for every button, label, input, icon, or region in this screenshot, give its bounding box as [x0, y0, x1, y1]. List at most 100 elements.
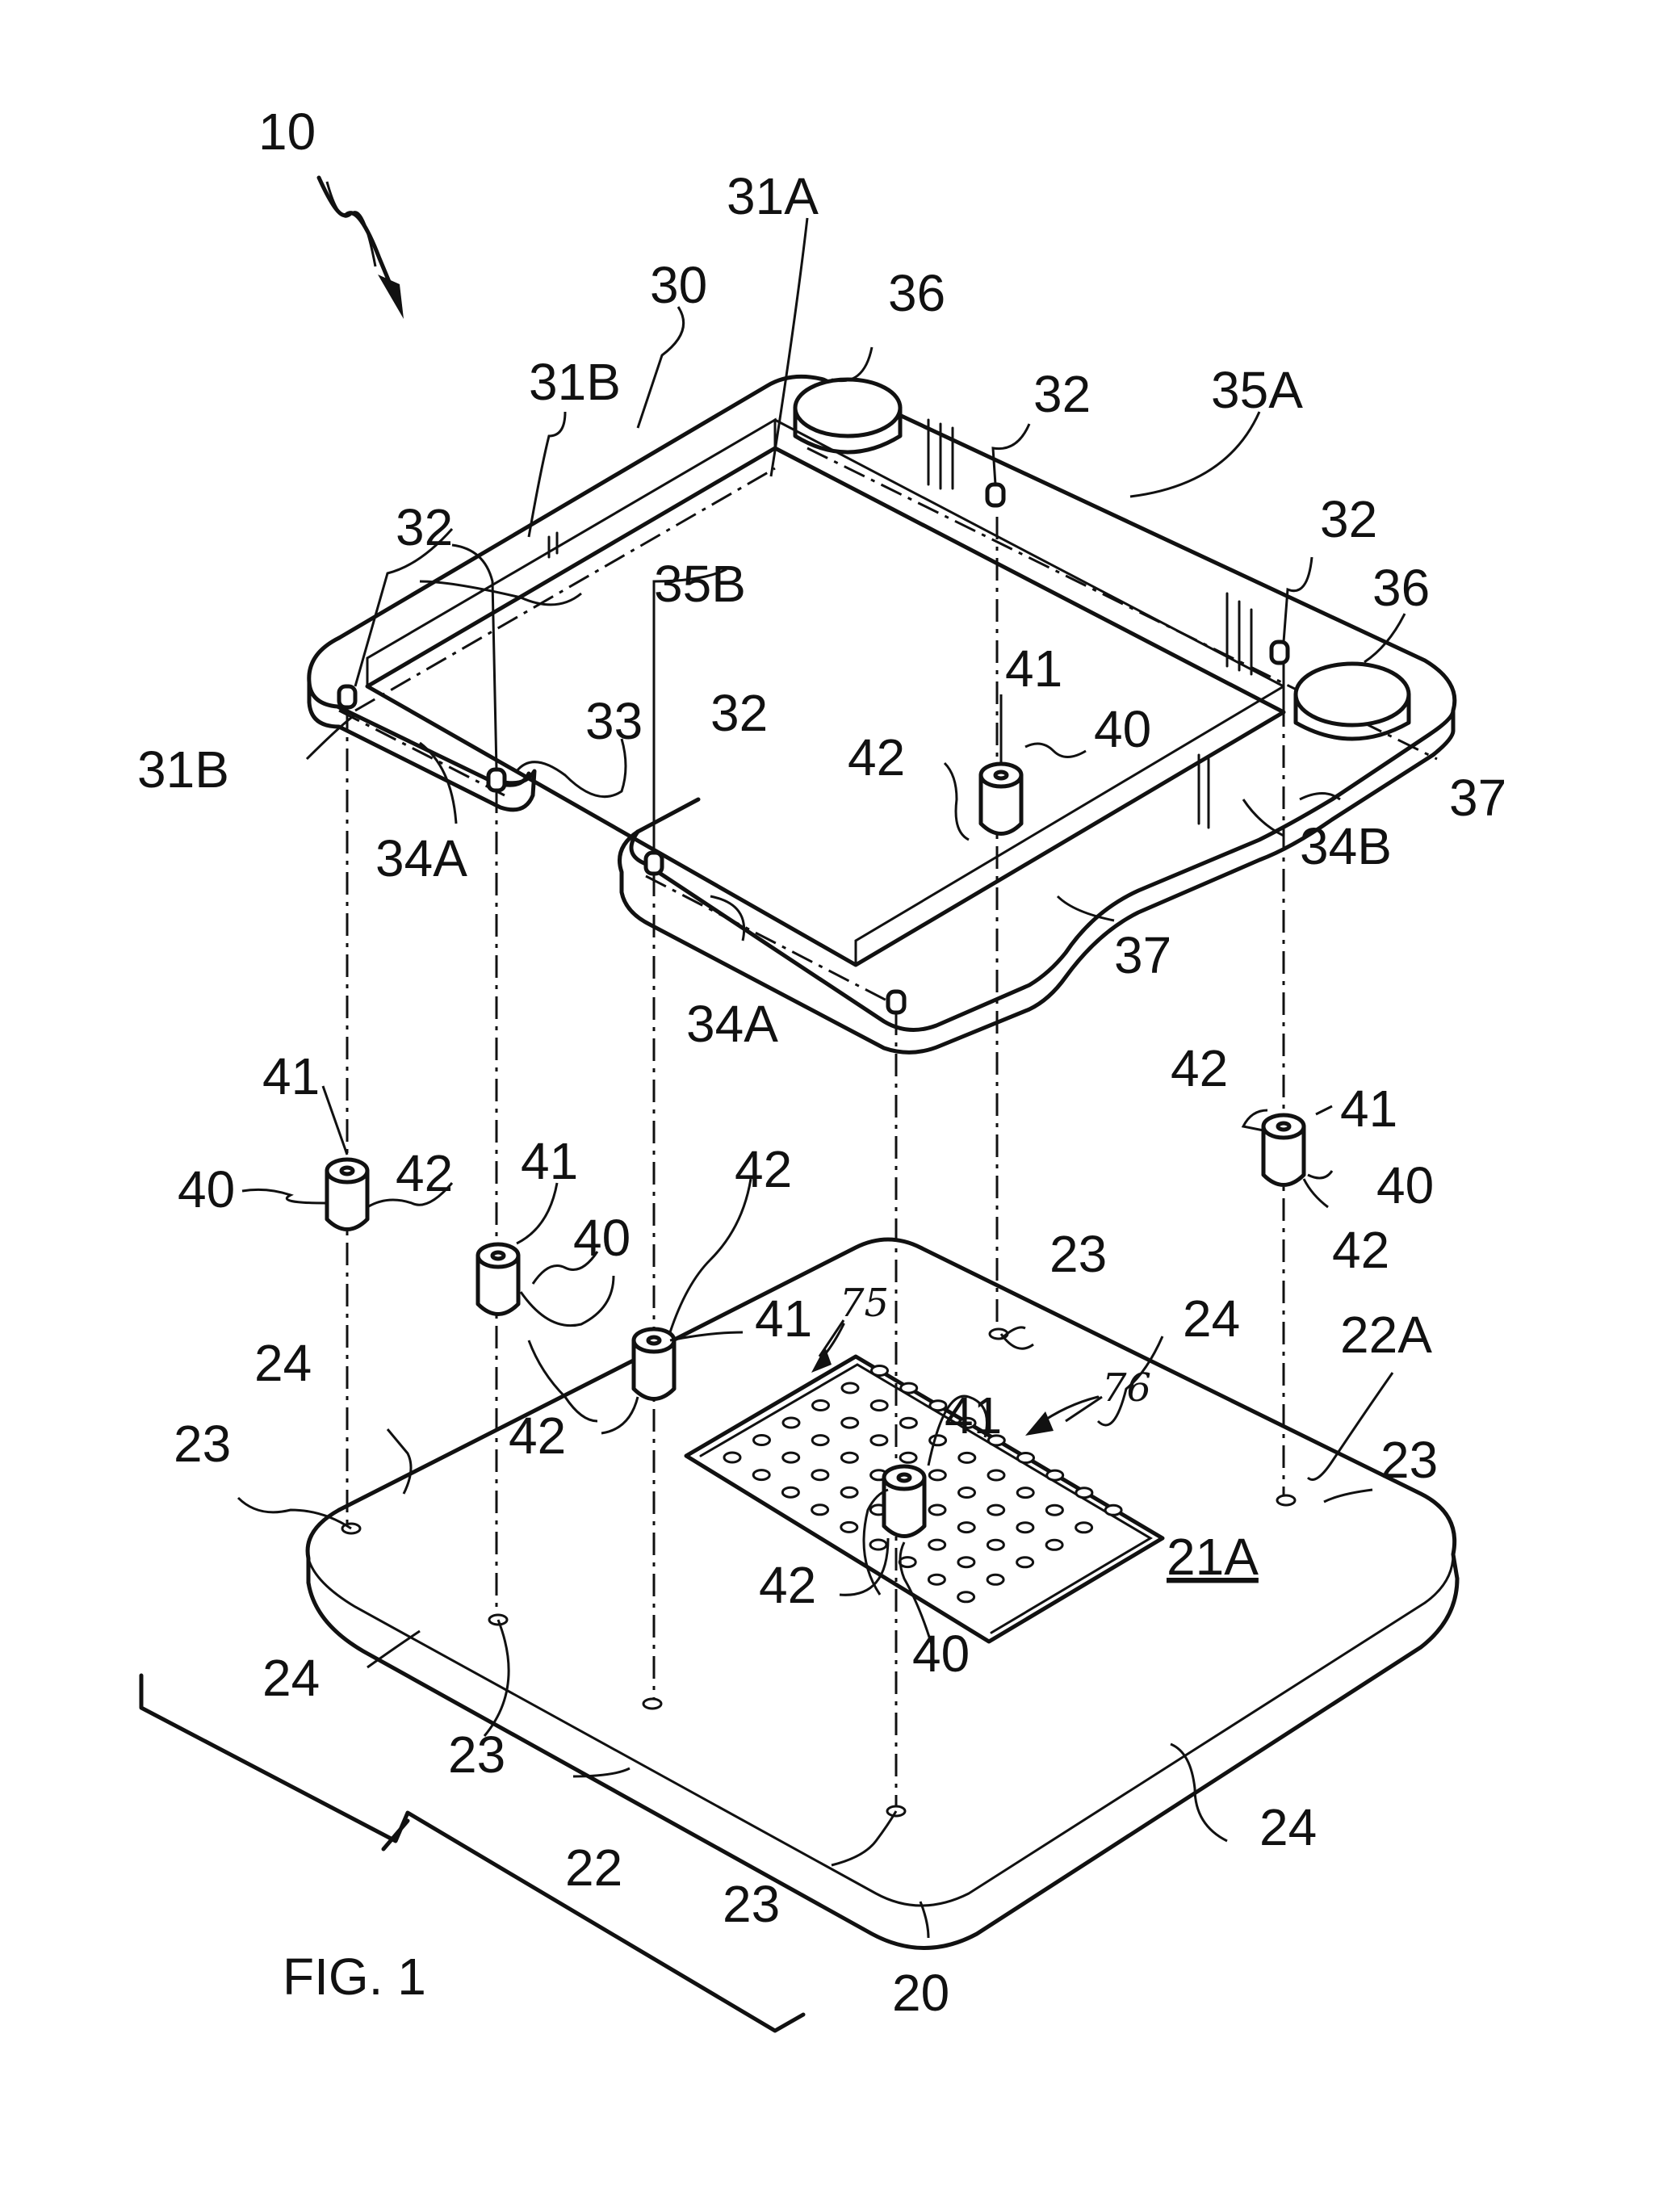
- label-hole-left: 23: [174, 1415, 231, 1473]
- label-frame-side-top: 31B: [529, 353, 621, 411]
- label-frame-lobe-right: 37: [1449, 769, 1506, 827]
- label-notch: 33: [585, 692, 643, 750]
- spacer: [1263, 1115, 1304, 1185]
- grid-hole: [1076, 1488, 1092, 1498]
- grid-hole: [841, 1487, 857, 1497]
- label-spacer-end-right: 42: [1171, 1039, 1228, 1097]
- label-frame-lobe-bottom: 37: [1114, 926, 1171, 984]
- label-hole-back-mid: 23: [1049, 1225, 1107, 1283]
- grid-hole: [929, 1505, 945, 1515]
- grid-hole: [812, 1470, 828, 1480]
- spacer: [884, 1466, 924, 1537]
- grid-hole: [901, 1383, 917, 1393]
- label-spacer-end-left-lower: 42: [509, 1407, 566, 1465]
- grid-hole: [753, 1470, 769, 1480]
- label-spacer-mid: 40: [573, 1209, 631, 1267]
- label-pin-front: 32: [710, 684, 768, 742]
- label-frame-edge-left: 34A: [375, 829, 467, 887]
- grid-hole: [871, 1401, 887, 1411]
- label-spacer-end-top: 42: [848, 728, 905, 786]
- label-frame-edge-right: 34B: [1300, 817, 1392, 875]
- grid-hole: [1017, 1523, 1033, 1533]
- label-spacer-end-left: 42: [396, 1144, 453, 1202]
- label-spacer-end-right-lower: 42: [1332, 1221, 1389, 1279]
- grid-hole: [782, 1487, 798, 1497]
- grid-hole: [959, 1488, 975, 1498]
- label-base-edge-corner: 22A: [1340, 1306, 1432, 1364]
- label-spacer-end-grid-top: 42: [735, 1140, 792, 1198]
- grid-hole: [841, 1522, 857, 1532]
- label-spacer-bore-grid: 41: [755, 1290, 812, 1348]
- label-frame-edge-front: 34A: [686, 995, 778, 1053]
- label-grid-hole: 76: [1102, 1365, 1151, 1411]
- label-spacer-grid: 40: [912, 1625, 970, 1683]
- grid-hole: [783, 1418, 799, 1428]
- grid-hole: [930, 1436, 946, 1445]
- grid-hole: [1018, 1453, 1034, 1463]
- label-frame-inner-left: 35B: [654, 555, 746, 613]
- label-hole-front-left: 23: [448, 1726, 505, 1784]
- label-spacer-left: 40: [178, 1160, 235, 1218]
- grid-hole: [812, 1505, 828, 1515]
- grid-hole: [842, 1418, 858, 1428]
- label-grid-area: 75: [840, 1281, 889, 1326]
- grid-hole: [929, 1540, 945, 1550]
- label-spacer-top: 40: [1094, 700, 1151, 758]
- spacer: [634, 1329, 674, 1399]
- label-frame-side-left: 31B: [137, 740, 229, 799]
- grid-hole: [899, 1558, 915, 1567]
- grid-hole: [1047, 1470, 1063, 1480]
- grid-hole: [1017, 1558, 1033, 1567]
- label-base: 20: [892, 1964, 949, 2022]
- grid-hole: [988, 1505, 1004, 1515]
- grid-hole: [987, 1540, 1003, 1550]
- grid-hole: [783, 1453, 799, 1462]
- assembly-arrow: [319, 178, 404, 319]
- grid-hole: [754, 1436, 770, 1445]
- spacers: [327, 764, 1304, 1537]
- grid-hole: [812, 1436, 828, 1445]
- grid-hole: [872, 1366, 888, 1376]
- label-spacer-bore-left: 41: [262, 1047, 320, 1105]
- grid-hole: [870, 1540, 886, 1550]
- label-base-corner-front-right: 24: [1259, 1798, 1317, 1856]
- grid-hole: [1046, 1505, 1062, 1515]
- label-spacer-bore-right: 41: [1340, 1080, 1397, 1138]
- grid-hole: [958, 1558, 974, 1567]
- label-frame-corner: 31A: [727, 167, 819, 225]
- grid-hole: [930, 1401, 946, 1411]
- label-pin-top: 32: [1033, 365, 1091, 423]
- label-spacer-right: 40: [1376, 1156, 1434, 1214]
- grid-hole: [958, 1523, 974, 1533]
- grid-hole: [1017, 1488, 1033, 1498]
- label-hole-front: 23: [723, 1875, 780, 1933]
- label-spacer-bore-top: 41: [1005, 640, 1062, 698]
- grid-hole: [1046, 1540, 1062, 1550]
- label-base-edge: 22: [565, 1839, 622, 1897]
- grid-hole: [929, 1470, 945, 1480]
- grid-hole: [987, 1575, 1003, 1584]
- label-base-corner-back-right: 24: [1183, 1290, 1240, 1348]
- grid-hole: [988, 1470, 1004, 1480]
- label-base-corner-front-left: 24: [262, 1649, 320, 1707]
- grid-hole: [841, 1453, 857, 1462]
- grid-hole: [724, 1453, 740, 1462]
- spacer: [327, 1160, 367, 1230]
- spacer: [981, 764, 1021, 834]
- grid-hole: [1105, 1505, 1121, 1515]
- label-cup-left: 36: [888, 264, 945, 322]
- grid-hole: [813, 1401, 829, 1411]
- label-hole-right: 23: [1380, 1431, 1438, 1489]
- label-base-top: 21A: [1167, 1528, 1259, 1586]
- label-spacer-bore-mid: 41: [521, 1132, 578, 1190]
- label-frame-inner-back: 35A: [1211, 361, 1303, 419]
- label-spacer-bore-grid-center: 41: [945, 1386, 1002, 1445]
- label-assembly: 10: [258, 103, 316, 161]
- label-spacer-end-grid: 42: [759, 1556, 816, 1614]
- grid-hole: [958, 1592, 974, 1602]
- label-pin-right: 32: [1320, 490, 1377, 548]
- figure-caption: FIG. 1: [283, 1948, 426, 2006]
- spacer: [478, 1244, 518, 1315]
- label-pin-left: 32: [396, 498, 453, 556]
